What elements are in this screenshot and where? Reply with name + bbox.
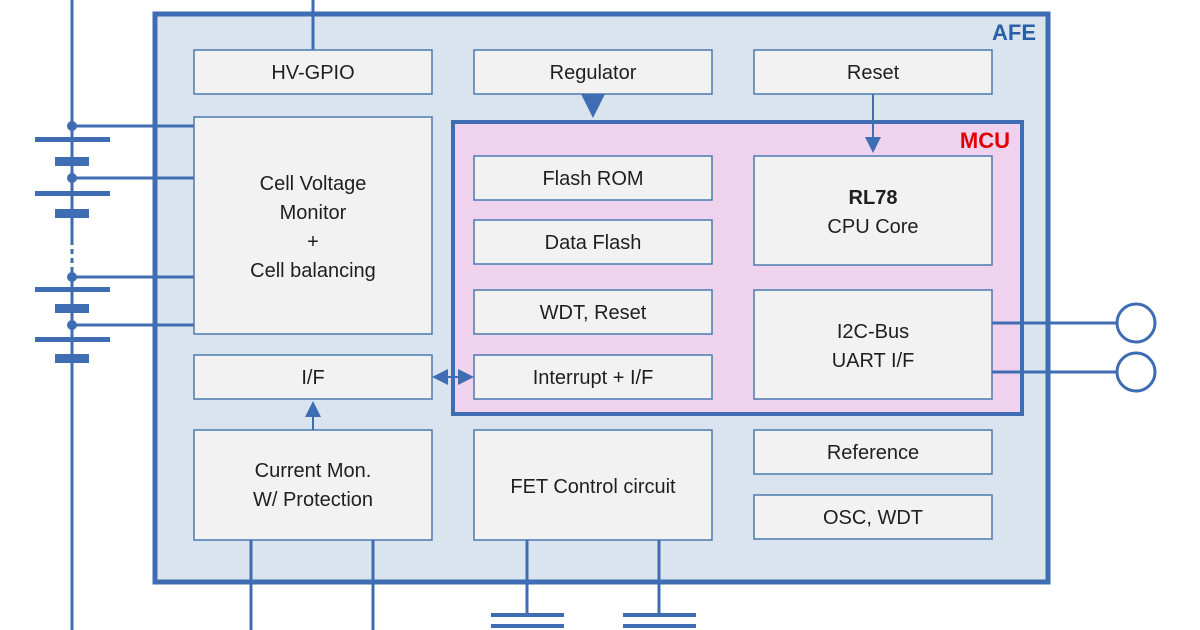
hv-gpio-block: [193, 49, 433, 95]
cell-monitor-line-1: Cell Voltage: [260, 173, 367, 195]
cell-monitor-line-4: Cell balancing: [250, 260, 376, 282]
i2c-terminal-icon: [1115, 302, 1157, 344]
i2c-uart-block: [753, 289, 993, 400]
battery-cell-plate: [35, 137, 110, 142]
interrupt-if-block: [473, 354, 713, 400]
battery-stack: [35, 0, 194, 630]
fet-gate-plate: [623, 624, 696, 628]
battery-cell-plate: [35, 337, 110, 342]
cell-monitor-line-2: Monitor: [280, 202, 347, 224]
battery-cell-terminal: [55, 157, 89, 166]
cell-monitor-line-3: +: [307, 231, 319, 253]
osc-wdt-block: [753, 494, 993, 540]
cell-voltage-monitor-block: [193, 116, 433, 335]
hv-gpio-label: HV-GPIO: [271, 62, 354, 84]
current-monitor-block: [193, 429, 433, 541]
battery-cell-plate: [35, 287, 110, 292]
current-monitor-line-2: W/ Protection: [253, 489, 373, 511]
if-block: [193, 354, 433, 400]
wdt-reset-block: [473, 289, 713, 335]
fet-gate-plate: [491, 624, 564, 628]
wdt-reset-label: WDT, Reset: [540, 302, 647, 324]
interrupt-if-label: Interrupt + I/F: [533, 367, 654, 389]
current-monitor-line-1: Current Mon.: [255, 460, 372, 482]
data-flash-block: [473, 219, 713, 265]
afe-label: AFE: [992, 20, 1036, 45]
battery-cell-terminal: [55, 304, 89, 313]
data-flash-label: Data Flash: [545, 232, 642, 254]
if-label: I/F: [301, 367, 324, 389]
flash-rom-label: Flash ROM: [542, 168, 643, 190]
battery-cell-plate: [35, 191, 110, 196]
cpu-core-sub: CPU Core: [827, 216, 918, 238]
cpu-core-block: [753, 155, 993, 266]
cpu-core-name: RL78: [849, 187, 898, 209]
reset-label: Reset: [847, 62, 900, 84]
osc-wdt-label: OSC, WDT: [823, 507, 923, 529]
i2c-uart-line-1: I2C-Bus: [837, 321, 909, 343]
fet-gate-plate: [491, 613, 564, 617]
uart-terminal-icon: [1115, 351, 1157, 393]
regulator-label: Regulator: [550, 62, 637, 84]
i2c-uart-line-2: UART I/F: [832, 350, 915, 372]
flash-rom-block: [473, 155, 713, 201]
fet-gate-plate: [623, 613, 696, 617]
battery-cell-terminal: [55, 209, 89, 218]
reference-block: [753, 429, 993, 475]
regulator-block: [473, 49, 713, 95]
mcu-label: MCU: [960, 128, 1010, 153]
reference-label: Reference: [827, 442, 919, 464]
fet-control-block: [473, 429, 713, 541]
battery-cell-terminal: [55, 354, 89, 363]
fet-control-label: FET Control circuit: [510, 476, 676, 498]
